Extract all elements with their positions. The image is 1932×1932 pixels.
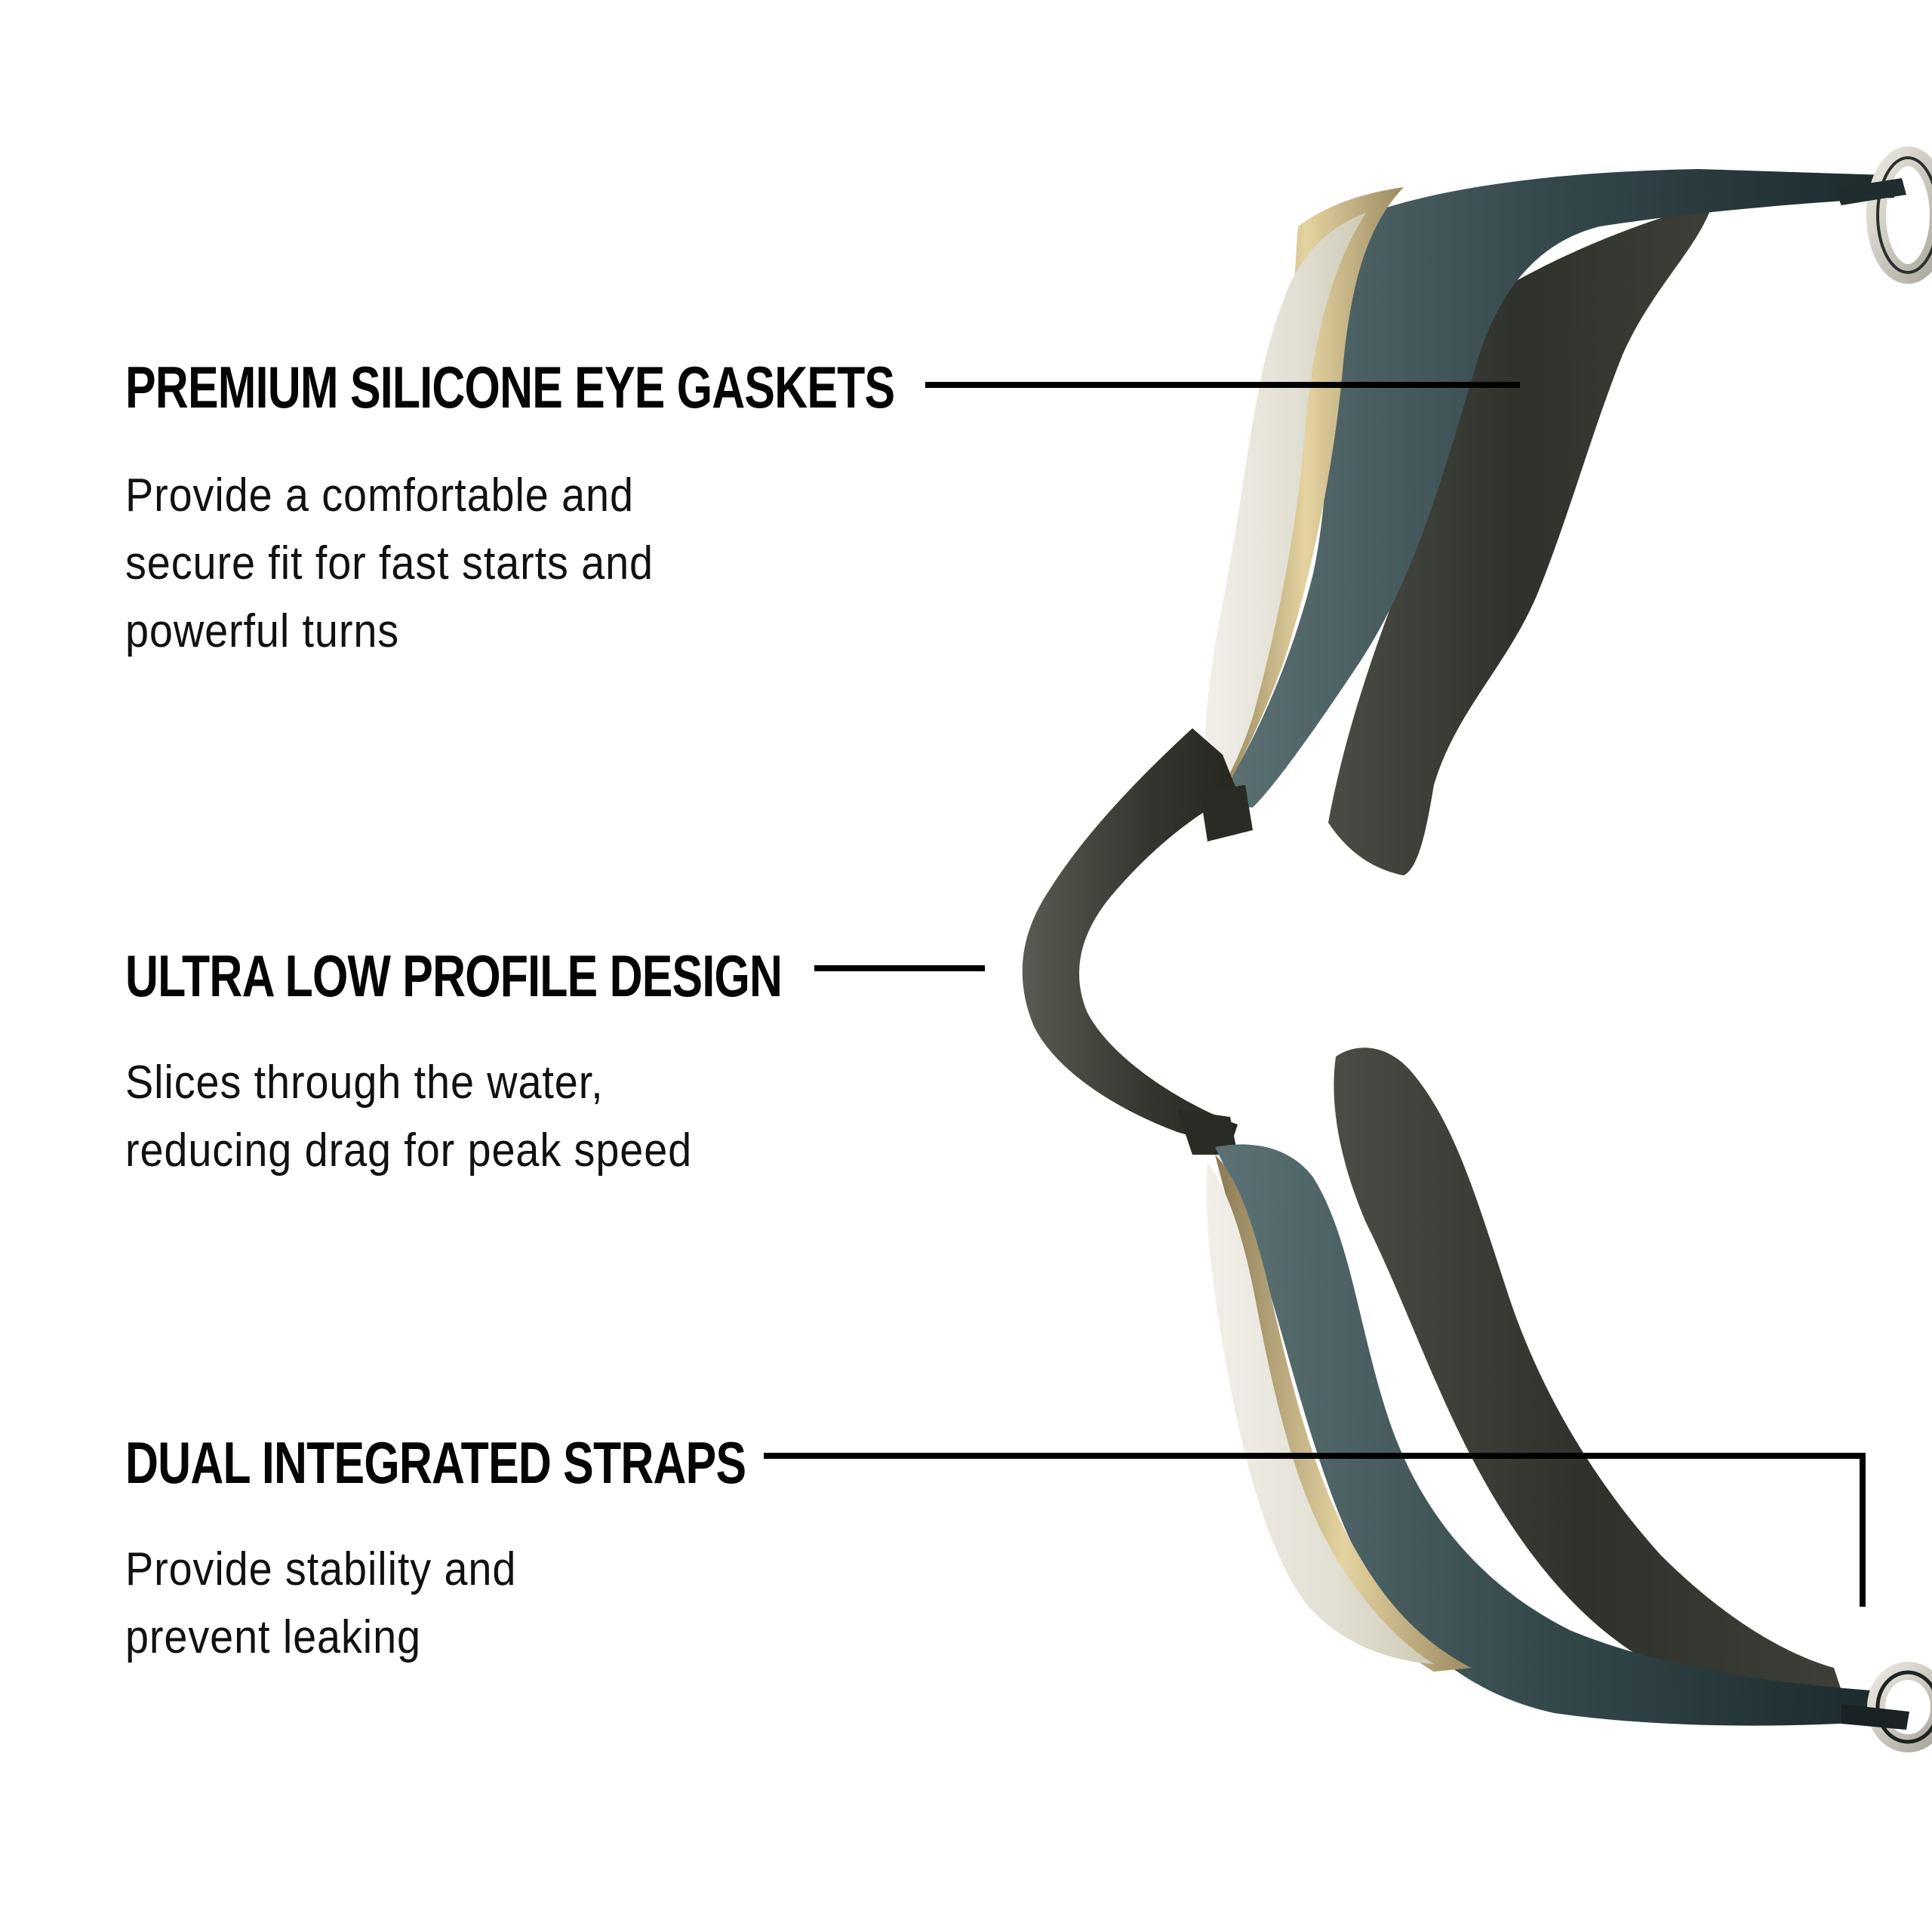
feature-description-line: reducing drag for peak speed — [125, 1124, 693, 1177]
upper-frame — [1215, 169, 1894, 808]
feature-description-line: prevent leaking — [125, 1611, 421, 1663]
feature-description: Slices through the water, reducing drag … — [125, 1049, 883, 1185]
lower-gold-band — [1215, 1155, 1472, 1672]
leader-line-eye-gaskets — [925, 382, 1520, 388]
leader-line-dual-straps-drop — [1860, 1453, 1866, 1607]
feature-description: Provide stability and prevent leaking — [125, 1536, 841, 1672]
feature-dual-straps: DUAL INTEGRATED STRAPS Provide stability… — [125, 1433, 921, 1672]
feature-title: ULTRA LOW PROFILE DESIGN — [125, 943, 783, 1009]
upper-gasket — [1328, 202, 1713, 875]
feature-description-line: Provide stability and — [125, 1543, 517, 1595]
feature-low-profile: ULTRA LOW PROFILE DESIGN Slices through … — [125, 946, 968, 1185]
nose-bridge — [1022, 728, 1238, 1147]
upper-lens — [1204, 213, 1366, 800]
feature-title: PREMIUM SILICONE EYE GASKETS — [125, 354, 895, 420]
feature-description-line: Slices through the water, — [125, 1057, 604, 1109]
lower-gasket — [1334, 1048, 1841, 1693]
feature-eye-gaskets: PREMIUM SILICONE EYE GASKETS Provide a c… — [125, 358, 1112, 666]
lower-eyecup — [1206, 1048, 1932, 1752]
feature-description: Provide a comfortable and secure fit for… — [125, 462, 1013, 666]
upper-gold-band — [1208, 187, 1404, 800]
feature-title: DUAL INTEGRATED STRAPS — [125, 1429, 746, 1496]
leader-line-low-profile — [814, 965, 985, 971]
upper-eyecup — [1204, 146, 1932, 875]
lower-lens — [1206, 1162, 1434, 1664]
lower-frame — [1215, 1144, 1887, 1726]
leader-line-dual-straps — [764, 1453, 1866, 1459]
lower-strap-ring — [1867, 1662, 1932, 1752]
upper-strap-ring — [1866, 146, 1932, 284]
feature-description-line: secure fit for fast starts and — [125, 537, 654, 589]
feature-description-line: Provide a comfortable and — [125, 469, 634, 521]
feature-description-line: powerful turns — [125, 605, 400, 657]
